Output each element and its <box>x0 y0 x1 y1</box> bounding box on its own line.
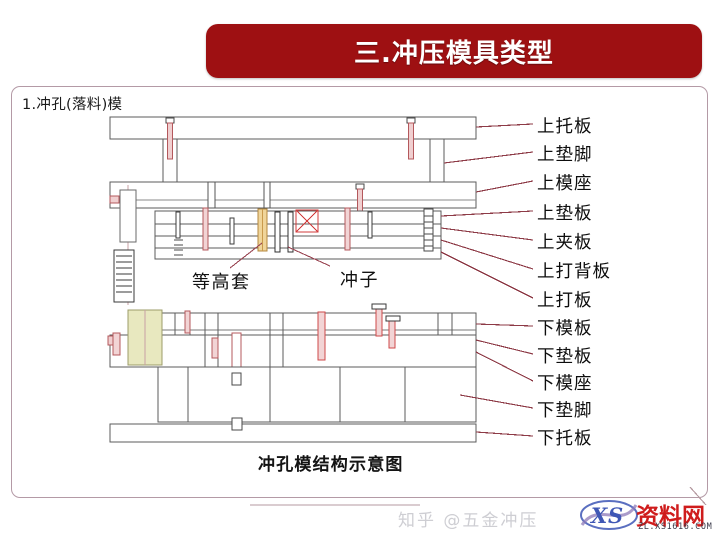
callout-label-upper-die-shoe: 上模座 <box>537 173 593 193</box>
title-banner: 三.冲压模具类型 <box>206 24 702 78</box>
svg-text:S: S <box>608 503 623 528</box>
callout-label-lower-support-plate: 下托板 <box>537 428 593 448</box>
callout-label-upper-spacer-leg: 上垫脚 <box>537 144 593 164</box>
callout-label-upper-punch-holder: 上夹板 <box>537 232 593 252</box>
svg-text:X: X <box>589 503 608 528</box>
page-title: 三.冲压模具类型 <box>354 38 554 69</box>
callout-label-lower-die-plate: 下模板 <box>537 318 593 338</box>
inner-label-equal-height-bushing: 等高套 <box>192 272 251 292</box>
callout-label-lower-die-shoe: 下模座 <box>537 373 593 393</box>
callout-label-lower-spacer-leg: 下垫脚 <box>537 400 593 420</box>
inner-label-punch: 冲子 <box>340 270 379 290</box>
section-caption: 1.冲孔(落料)模 <box>22 97 123 113</box>
figure-caption: 冲孔模结构示意图 <box>258 455 404 475</box>
xs-logo-icon: X S <box>580 500 638 530</box>
logo-url: ZL.XS1616.COM <box>638 522 713 532</box>
callout-label-upper-backing-plate: 上垫板 <box>537 203 593 223</box>
logo-text: 资料网 <box>636 504 705 530</box>
callout-label-upper-stripper-back: 上打背板 <box>537 261 611 281</box>
callout-label-upper-stripper-plate: 上打板 <box>537 290 593 310</box>
zhihu-watermark: 知乎 @五金冲压 <box>398 511 539 531</box>
callout-label-upper-support-plate: 上托板 <box>537 116 593 136</box>
callout-label-lower-backing-plate: 下垫板 <box>537 346 593 366</box>
site-logo: X S 资料网 ZL.XS1616.COM <box>578 497 716 537</box>
